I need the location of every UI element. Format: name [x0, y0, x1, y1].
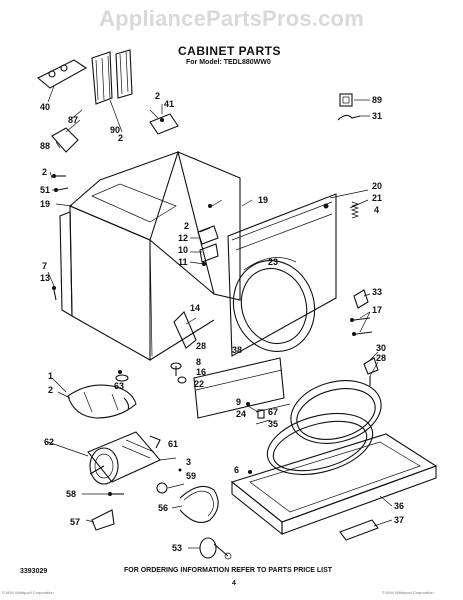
callout-31: 31 — [372, 111, 383, 121]
callout-30: 30 — [376, 343, 387, 353]
callout-53: 53 — [172, 543, 183, 553]
callout-14: 14 — [190, 303, 201, 313]
callout-7: 7 — [42, 261, 48, 271]
callout-12: 12 — [178, 233, 189, 243]
callout-87: 87 — [68, 115, 79, 125]
callout-23: 23 — [268, 257, 279, 267]
callout-20: 20 — [372, 181, 383, 191]
watermark: AppliancePartsPros.com — [99, 6, 364, 31]
callout-35: 35 — [268, 419, 279, 429]
callout-24: 24 — [236, 409, 247, 419]
part-8-16-feet — [115, 362, 187, 384]
part-53-pulley — [199, 537, 232, 560]
callout-61: 61 — [168, 439, 179, 449]
callout-2: 2 — [118, 133, 124, 143]
part-40-bracket — [37, 59, 88, 89]
callout-28: 28 — [196, 341, 207, 351]
part-41-switch — [149, 109, 179, 135]
callout-89: 89 — [372, 95, 383, 105]
callout-6: 6 — [234, 465, 240, 475]
part-4-spring — [350, 201, 360, 219]
callout-16: 16 — [196, 367, 207, 377]
callout-13: 13 — [40, 273, 51, 283]
callout-63: 63 — [114, 381, 125, 391]
callout-67: 67 — [268, 407, 279, 417]
part-37-leveler — [339, 519, 379, 541]
part-23-seal — [243, 257, 297, 271]
part-63-housing — [67, 384, 137, 419]
callout-1: 1 — [48, 371, 54, 381]
part-62-motor — [87, 431, 161, 485]
fine-print-left: ©1994 Whirlpool Corporation — [2, 590, 54, 595]
callout-17: 17 — [372, 305, 383, 315]
callout-9: 9 — [236, 397, 242, 407]
part-33-17 — [350, 289, 373, 336]
part-12-10-brackets — [197, 199, 223, 266]
callout-2: 2 — [48, 385, 54, 395]
part-90-harness — [91, 49, 133, 105]
callout-36: 36 — [394, 501, 405, 511]
part-22-toe-panel — [193, 357, 285, 419]
part-61-3-59 — [149, 435, 182, 494]
part-89-31 — [337, 93, 361, 121]
drum-seals — [266, 380, 382, 475]
callout-41: 41 — [164, 99, 175, 109]
part-87-panel — [51, 109, 83, 153]
callout-37: 37 — [394, 515, 405, 525]
part-30-28 — [363, 357, 379, 386]
callout-57: 57 — [70, 517, 81, 527]
screws-left — [52, 174, 69, 301]
callout-40: 40 — [40, 102, 51, 112]
callout-2: 2 — [42, 167, 48, 177]
callout-22: 22 — [194, 379, 205, 389]
callout-10: 10 — [178, 245, 189, 255]
fine-print-right: ©1994 Whirlpool Corporation — [382, 590, 434, 595]
diagram-title: CABINET PARTS — [178, 44, 281, 58]
callout-19: 19 — [258, 195, 269, 205]
leader-lines — [47, 85, 393, 549]
model-number: For Model: TEDL880WW0 — [186, 59, 271, 66]
drawing-code: 3393029 — [20, 568, 48, 575]
callout-19: 19 — [40, 199, 51, 209]
callout-38: 38 — [232, 345, 243, 355]
callout-21: 21 — [372, 193, 383, 203]
part-56-belt — [179, 485, 219, 523]
part-14-brace — [173, 311, 197, 349]
callout-59: 59 — [186, 471, 197, 481]
part-58-57 — [91, 492, 124, 531]
callout-33: 33 — [372, 287, 383, 297]
part-front-panel — [227, 193, 337, 357]
callout-51: 51 — [40, 185, 51, 195]
callout-58: 58 — [66, 489, 77, 499]
callout-62: 62 — [44, 437, 55, 447]
page-number: 4 — [232, 580, 236, 587]
callout-8: 8 — [196, 357, 202, 367]
part-24-9-6 — [246, 402, 265, 474]
ordering-notice: FOR ORDERING INFORMATION REFER TO PARTS … — [124, 567, 333, 574]
callout-56: 56 — [158, 503, 169, 513]
callout-4: 4 — [374, 205, 380, 215]
callout-2: 2 — [184, 221, 190, 231]
callout-28: 28 — [376, 353, 387, 363]
cabinet-body — [59, 151, 241, 361]
callout-90: 90 — [110, 125, 121, 135]
callout-88: 88 — [40, 141, 51, 151]
callout-3: 3 — [186, 457, 192, 467]
part-36-base — [230, 433, 438, 536]
callout-2: 2 — [155, 91, 161, 101]
callout-11: 11 — [178, 257, 188, 267]
